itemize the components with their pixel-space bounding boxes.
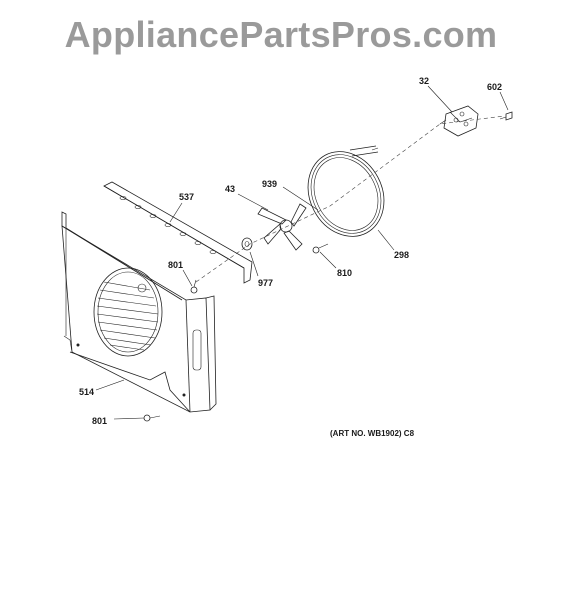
art-number-label: (ART NO. WB1902) C8 bbox=[330, 429, 415, 438]
callout-32: 32 bbox=[419, 76, 429, 86]
callout-514: 514 bbox=[79, 387, 94, 397]
callout-602: 602 bbox=[487, 82, 502, 92]
screw-part-801-upper[interactable] bbox=[190, 279, 198, 294]
heating-element-part-298[interactable] bbox=[294, 138, 399, 250]
callout-43: 43 bbox=[225, 184, 235, 194]
fan-blade-part-43[interactable] bbox=[257, 203, 307, 251]
nut-part-977[interactable] bbox=[241, 237, 253, 251]
screw-part-810[interactable] bbox=[312, 243, 329, 254]
rear-panel-part-514[interactable] bbox=[61, 211, 217, 413]
fan-louver-grille bbox=[93, 267, 163, 357]
callout-939: 939 bbox=[262, 179, 277, 189]
watermark-text: AppliancePartsPros.com bbox=[64, 14, 498, 55]
callout-537: 537 bbox=[179, 192, 194, 202]
screw-part-602[interactable] bbox=[499, 111, 513, 121]
assembly-axis-line bbox=[195, 115, 505, 283]
callout-801-upper: 801 bbox=[168, 260, 183, 270]
leader-lines bbox=[95, 85, 509, 420]
motor-part-32[interactable] bbox=[439, 105, 479, 137]
screw-part-801-lower[interactable] bbox=[143, 414, 161, 422]
callout-298: 298 bbox=[394, 250, 409, 260]
callout-977: 977 bbox=[258, 278, 273, 288]
callout-810: 810 bbox=[337, 268, 352, 278]
callout-801-lower: 801 bbox=[92, 416, 107, 426]
bracket-part-537[interactable] bbox=[103, 181, 253, 284]
